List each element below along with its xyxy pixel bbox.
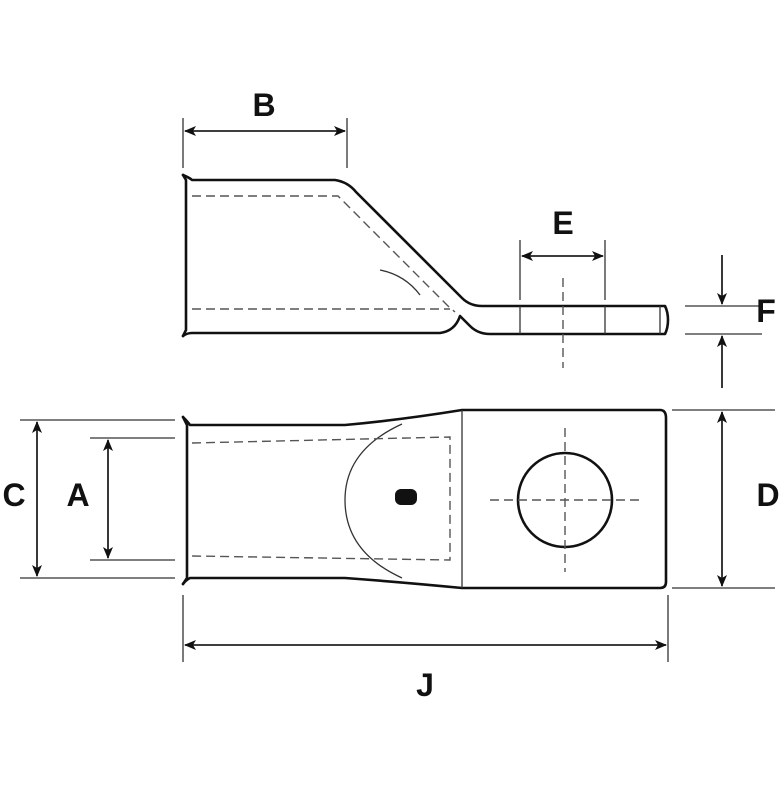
dimension-label-d: D bbox=[756, 477, 780, 513]
dimension-label-f: F bbox=[756, 293, 776, 329]
top-view bbox=[181, 408, 668, 590]
inspection-slot bbox=[395, 489, 417, 505]
dimension-label-c: C bbox=[2, 477, 26, 513]
dimension-label-j: J bbox=[416, 667, 434, 703]
dimension-lines bbox=[20, 118, 775, 662]
side-view bbox=[181, 173, 670, 368]
dimension-label-b: B bbox=[252, 87, 276, 123]
dimension-label-e: E bbox=[552, 205, 574, 241]
dimension-label-a: A bbox=[66, 477, 90, 513]
